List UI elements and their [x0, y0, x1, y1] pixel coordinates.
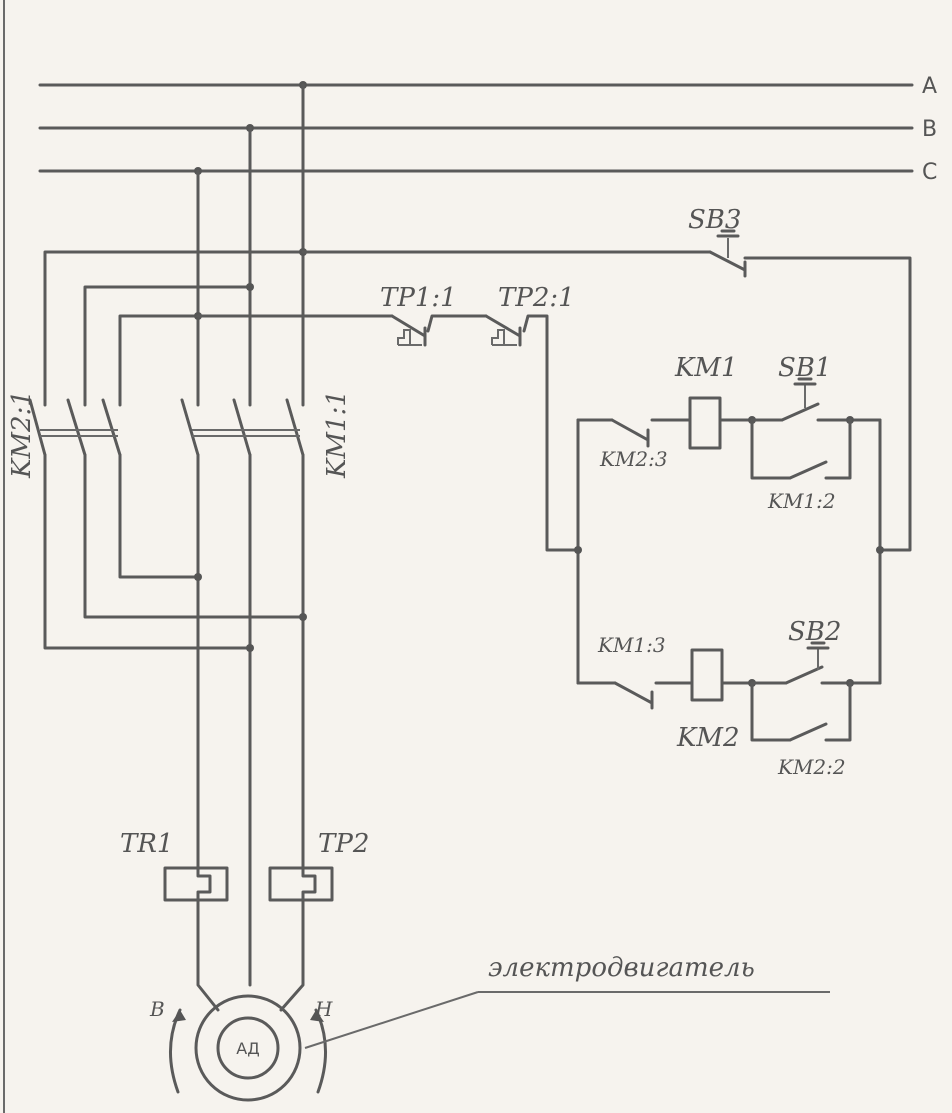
motor-caption: электродвигатель: [488, 953, 755, 983]
km2-1-contacts: [28, 398, 305, 650]
thermal-relay-tr1: [163, 866, 229, 902]
label-tp1-1: TP1:1: [380, 283, 457, 313]
phase-label-b: B: [922, 117, 937, 142]
thermal-relays: TR1 TP2: [120, 829, 369, 902]
label-sb2: SB2: [788, 617, 841, 647]
coil-km2: [690, 648, 724, 702]
power-feeds: [43, 83, 307, 407]
motor-inner: [216, 1016, 280, 1080]
label-km2-3: KM2:3: [599, 447, 668, 471]
label-km1-1: KM1:1: [322, 390, 352, 479]
label-tp2: TP2: [318, 829, 369, 859]
label-tr1: TR1: [120, 829, 173, 859]
phase-label-a: A: [922, 74, 937, 99]
label-km2-1: KM2:1: [7, 390, 37, 479]
label-km1: KM1: [674, 353, 738, 383]
phase-buses: A B C: [38, 74, 937, 185]
label-sb3: SB3: [688, 205, 741, 235]
direction-label-h: Н: [314, 997, 333, 1021]
control-circuit: SB3 TP1:1 TP2:1 KM1: [196, 205, 912, 779]
motor: АД В Н: [149, 994, 333, 1102]
motor-label: АД: [236, 1039, 259, 1058]
label-km2-2: KM2:2: [777, 755, 846, 779]
label-km2: KM2: [676, 723, 740, 753]
thermal-relay-tp2: [268, 866, 334, 902]
label-km1-3: KM1:3: [597, 633, 666, 657]
km1-1-contacts: [180, 398, 307, 987]
motor-outer: [194, 994, 302, 1102]
phase-label-c: C: [922, 160, 937, 185]
label-km1-2: KM1:2: [767, 489, 836, 513]
coil-km1: [688, 396, 722, 450]
direction-label-b: В: [149, 997, 165, 1021]
label-sb1: SB1: [778, 353, 831, 383]
label-tp2-1: TP2:1: [498, 283, 575, 313]
